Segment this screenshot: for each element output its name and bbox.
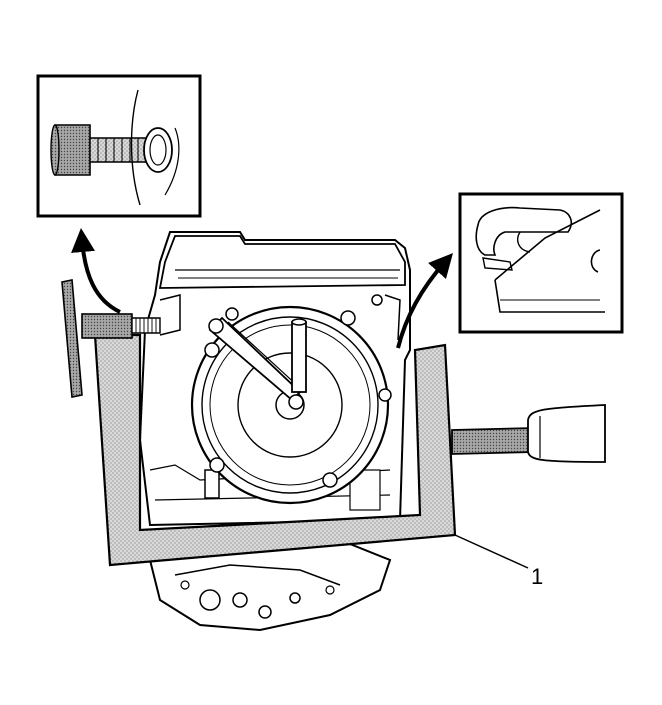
callout-1-leader	[454, 534, 529, 569]
bolt-detail-inset	[36, 74, 202, 218]
clutch-housing	[190, 305, 392, 505]
support-fixture-frame	[93, 333, 457, 567]
callout-1-label: 1	[531, 564, 543, 589]
right-direction-arrow	[396, 253, 453, 349]
transaxle-housing	[148, 538, 392, 632]
hook-detail-inset	[458, 192, 624, 334]
adjustment-bolt	[61, 279, 161, 398]
fixture-handle	[451, 404, 606, 463]
left-direction-arrow	[71, 228, 121, 314]
